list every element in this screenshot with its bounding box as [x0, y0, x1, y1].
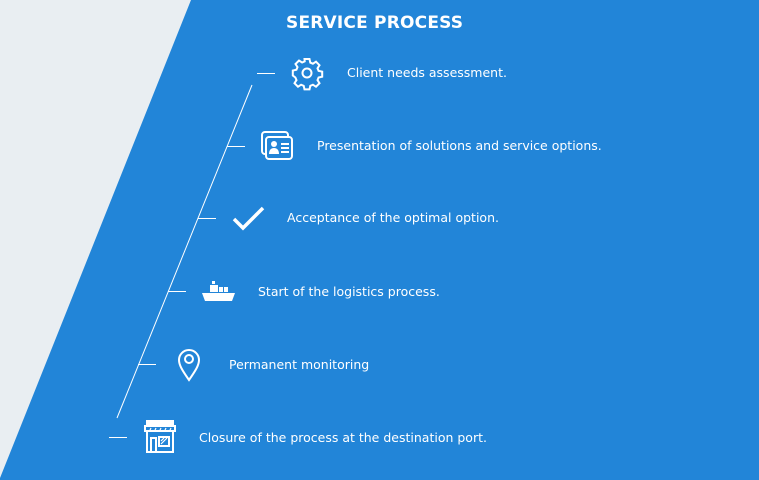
- step-label: Presentation of solutions and service op…: [317, 138, 602, 153]
- step-label: Client needs assessment.: [347, 65, 507, 80]
- ship-icon: [202, 281, 235, 301]
- gear-icon: [291, 58, 324, 91]
- timeline-tick: [109, 437, 127, 438]
- map-pin-icon: [177, 349, 201, 382]
- timeline-tick: [168, 291, 186, 292]
- timeline-tick: [227, 146, 245, 147]
- id-card-icon: [261, 131, 293, 160]
- timeline-tick: [257, 73, 275, 74]
- timeline-line: [116, 84, 253, 419]
- checkmark-icon: [232, 206, 265, 231]
- step-label: Closure of the process at the destinatio…: [199, 430, 487, 445]
- timeline-tick: [198, 218, 216, 219]
- timeline-tick: [138, 364, 156, 365]
- page-title: SERVICE PROCESS: [286, 13, 464, 33]
- storefront-icon: [144, 420, 176, 453]
- step-label: Start of the logistics process.: [258, 284, 440, 299]
- step-label: Acceptance of the optimal option.: [287, 210, 499, 225]
- step-label: Permanent monitoring: [229, 357, 370, 372]
